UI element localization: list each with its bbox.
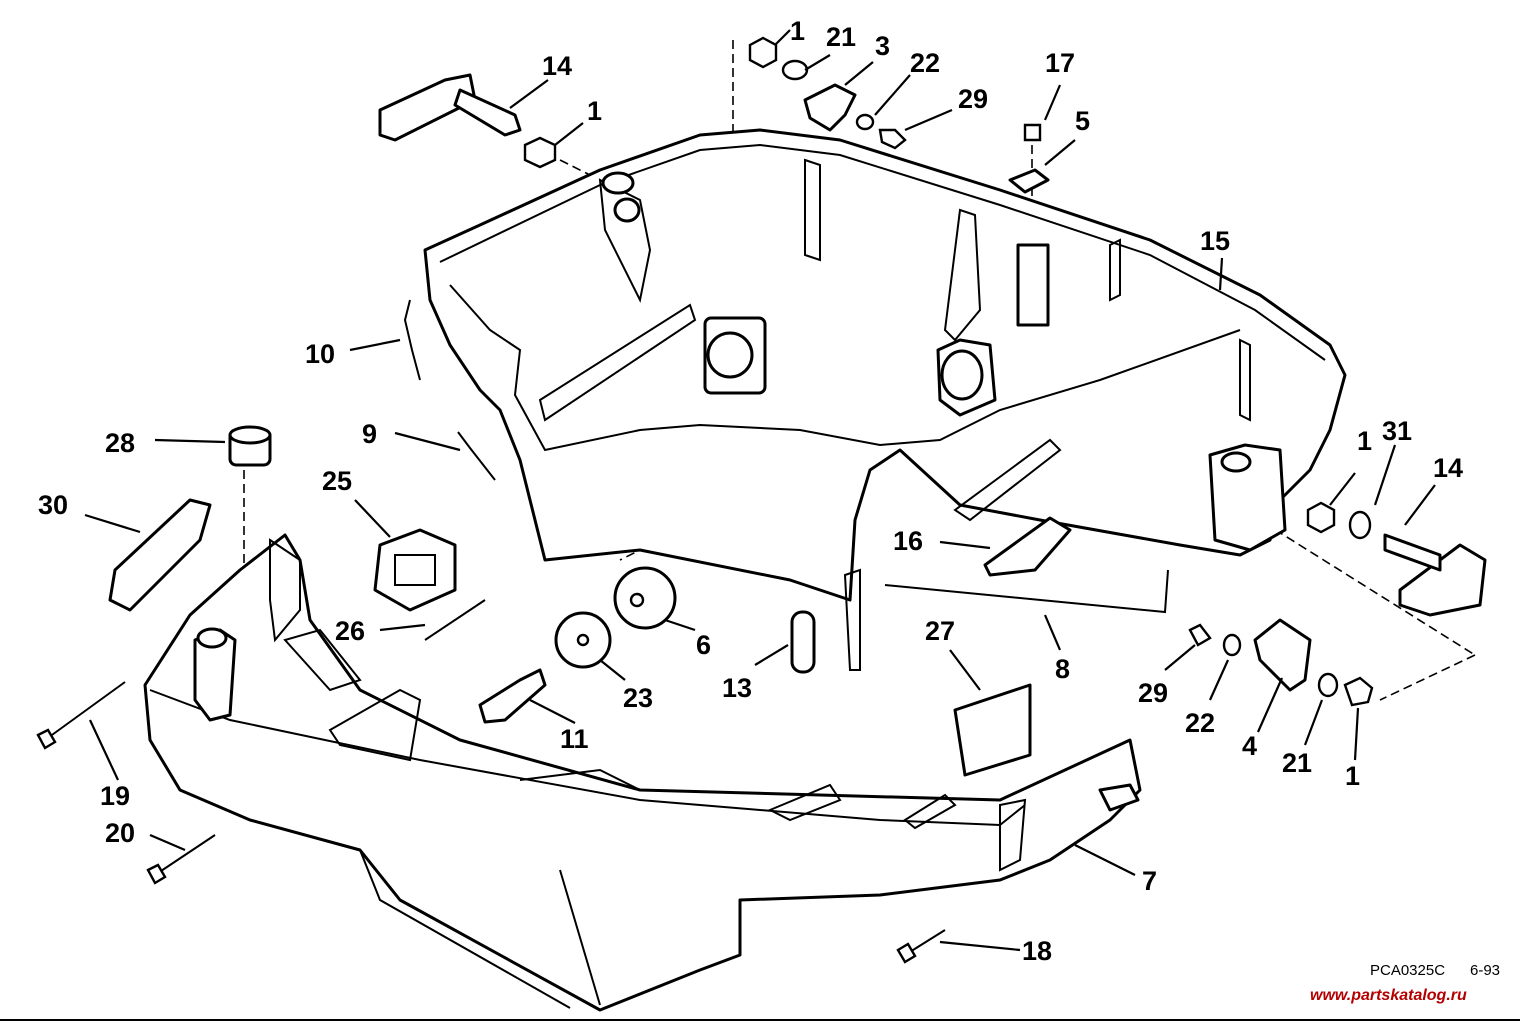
callout-27: 27 (925, 616, 955, 646)
callout-1-bottom: 1 (1345, 761, 1360, 791)
callout-10: 10 (305, 339, 335, 369)
latch-bracket-right (1253, 618, 1312, 692)
callout-16: 16 (893, 526, 923, 556)
callout-22-top: 22 (910, 48, 940, 78)
callout-31: 31 (1382, 416, 1412, 446)
callout-3: 3 (875, 31, 890, 61)
callout-23: 23 (623, 683, 653, 713)
bumper (613, 566, 677, 630)
latch-bracket-top (803, 83, 857, 132)
block (953, 683, 1032, 777)
callout-4: 4 (1242, 731, 1257, 761)
callout-17: 17 (1045, 48, 1075, 78)
callout-5: 5 (1075, 106, 1090, 136)
callout-1-right: 1 (1357, 426, 1372, 456)
rubber-grommet (373, 528, 457, 612)
callout-28: 28 (105, 428, 135, 458)
callout-6: 6 (696, 630, 711, 660)
callout-labels: 1 21 3 22 29 17 5 14 1 15 10 9 28 30 25 … (38, 16, 1463, 966)
callout-29-top: 29 (958, 84, 988, 114)
callout-9: 9 (362, 419, 377, 449)
spacer (790, 610, 816, 674)
seal-strip (108, 498, 212, 612)
callout-21-top: 21 (826, 22, 856, 52)
locknut-right (1306, 501, 1336, 534)
callout-8: 8 (1055, 654, 1070, 684)
callout-21-right: 21 (1282, 748, 1312, 778)
callout-7: 7 (1142, 866, 1157, 896)
stud (478, 668, 547, 724)
washer-top (781, 59, 809, 81)
callout-25: 25 (322, 466, 352, 496)
watermark: www.partskatalog.ru (1310, 987, 1467, 1004)
locknut-left (523, 136, 557, 169)
latch-handle-right (1398, 543, 1487, 617)
pad (983, 516, 1072, 577)
callout-26: 26 (335, 616, 365, 646)
callout-18: 18 (1022, 936, 1052, 966)
drawing-code: PCA0325C (1370, 962, 1445, 979)
callout-1-top: 1 (790, 16, 805, 46)
callout-30: 30 (38, 490, 68, 520)
callout-14-left: 14 (542, 51, 572, 81)
callout-13: 13 (722, 673, 752, 703)
callout-14-right: 14 (1433, 453, 1463, 483)
upper-motor-cover (423, 128, 1347, 671)
callout-20: 20 (105, 818, 135, 848)
callout-22-right: 22 (1185, 708, 1215, 738)
lower-motor-cover (143, 533, 1142, 1012)
small-parts (36, 36, 1487, 964)
leader-lines (84, 29, 1436, 952)
callout-1-left: 1 (587, 96, 602, 126)
callout-15: 15 (1200, 226, 1230, 256)
clip (1008, 168, 1050, 194)
washer-right (1348, 510, 1372, 540)
callout-11: 11 (560, 724, 589, 754)
drawing-date: 6-93 (1470, 962, 1500, 979)
callout-29-right: 29 (1138, 678, 1168, 708)
locknut-top (748, 36, 778, 69)
callout-19: 19 (100, 781, 130, 811)
